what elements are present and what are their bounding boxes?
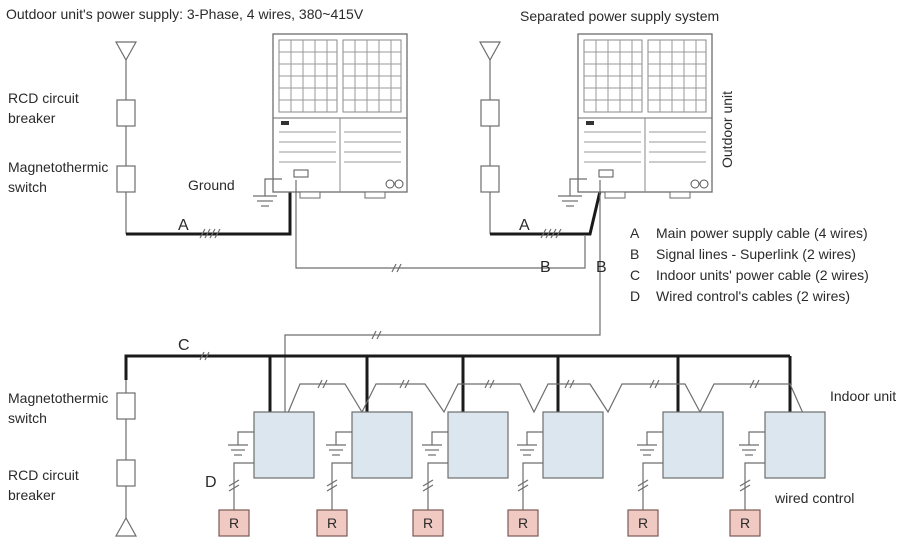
remote-r-3-label: R <box>423 515 433 531</box>
outdoor-supply-title: Outdoor unit's power supply: 3-Phase, 4 … <box>6 6 364 22</box>
magneto-label-top-2: switch <box>8 179 47 195</box>
rcd-breaker-box <box>116 99 136 127</box>
wire-letter-d: D <box>205 474 217 491</box>
remote-r-4-label: R <box>518 515 528 531</box>
rcd-label-bottom-1: RCD circuit <box>8 467 79 483</box>
magnetothermic-switch-box <box>116 165 136 193</box>
indoor-unit-3: R <box>412 411 509 537</box>
outdoor-unit-label: Outdoor unit <box>719 91 735 168</box>
legend-key-c: C <box>630 267 640 283</box>
signal-line-b-1 <box>295 180 586 269</box>
remote-r-5 <box>627 509 659 537</box>
magnetothermic-switch-box-bottom <box>116 392 136 420</box>
remote-r-2 <box>316 509 348 537</box>
wire-letter-b-1: B <box>540 259 551 276</box>
indoor-unit-2: R <box>316 411 413 537</box>
indoor-unit-1: R <box>218 411 315 537</box>
ground-icon-outdoor-1 <box>253 178 282 207</box>
indoor-unit-4: R <box>507 411 604 537</box>
bottom-supply-line <box>114 354 790 537</box>
remote-r-5-label: R <box>638 515 648 531</box>
remote-r-6 <box>729 509 761 537</box>
indoor-unit-5: R <box>627 411 724 537</box>
wire-letter-a-right: A <box>519 217 530 234</box>
remote-r-1 <box>218 509 250 537</box>
magneto-label-bottom-1: Magnetothermic <box>8 390 108 406</box>
ground-icon-outdoor-2 <box>558 178 587 207</box>
legend-key-a: A <box>630 225 640 241</box>
remote-r-4 <box>507 509 539 537</box>
magneto-label-bottom-2: switch <box>8 410 47 426</box>
magneto-label-top-1: Magnetothermic <box>8 159 108 175</box>
antenna-icon-right <box>478 41 502 62</box>
antenna-icon <box>114 41 138 62</box>
wire-letter-c: C <box>178 337 190 354</box>
indoor-unit-6: R <box>729 411 826 537</box>
rcd-breaker-box-bottom <box>116 459 136 487</box>
wire-letter-a-left: A <box>178 217 189 234</box>
legend-text-c: Indoor units' power cable (2 wires) <box>656 267 869 283</box>
left-top-supply-line <box>114 41 292 236</box>
remote-r-1-label: R <box>229 515 239 531</box>
two-wire-mark-b-2 <box>371 330 382 340</box>
wire-letter-b-2: B <box>596 259 607 276</box>
rcd-label-top-1: RCD circuit <box>8 90 79 106</box>
signal-line-b-2 <box>284 180 601 420</box>
legend-key-d: D <box>630 288 640 304</box>
remote-r-6-label: R <box>740 515 750 531</box>
outdoor-unit-1 <box>272 33 408 199</box>
four-wire-mark-right <box>540 228 562 239</box>
legend-key-b: B <box>630 246 639 262</box>
antenna-icon-bottom <box>114 516 138 537</box>
legend: A Main power supply cable (4 wires) B Si… <box>630 225 869 304</box>
separated-supply-title: Separated power supply system <box>520 8 719 24</box>
two-wire-mark-b-1 <box>391 263 402 273</box>
legend-text-b: Signal lines - Superlink (2 wires) <box>656 246 856 262</box>
signal-chain-marks <box>317 379 760 389</box>
rcd-label-top-2: breaker <box>8 110 56 126</box>
ground-label: Ground <box>188 177 235 193</box>
legend-text-a: Main power supply cable (4 wires) <box>656 225 868 241</box>
rcd-label-bottom-2: breaker <box>8 487 56 503</box>
remote-r-2-label: R <box>327 515 337 531</box>
wired-control-label: wired control <box>774 490 854 506</box>
remote-r-3 <box>412 509 444 537</box>
legend-text-d: Wired control's cables (2 wires) <box>656 288 850 304</box>
two-wire-mark-c <box>199 351 210 361</box>
four-wire-mark-left <box>199 228 221 239</box>
indoor-unit-label: Indoor unit <box>830 388 896 404</box>
outdoor-unit-2 <box>577 33 713 199</box>
